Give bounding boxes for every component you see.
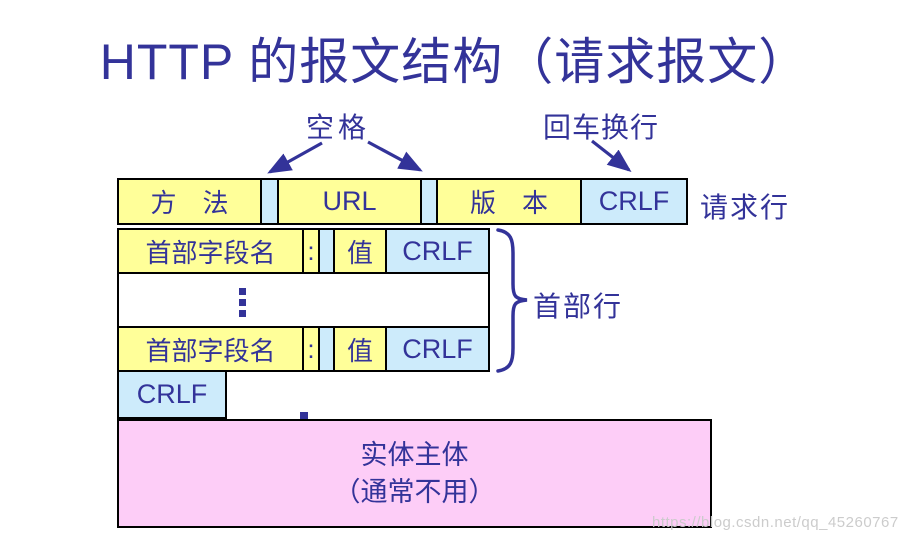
space-callout-label: 空格 [306,112,371,143]
crlf-callout-label: 回车换行 [543,112,660,143]
ellipsis-dot [300,412,308,419]
url-box: URL [277,178,422,225]
blank-line-crlf-box: CRLF [117,370,227,419]
header-crlf-box-1: CRLF [385,228,490,274]
header-field-name-box-2: 首部字段名 [117,326,304,372]
ellipsis-dot [239,288,246,295]
header-lines-brace [496,228,528,373]
watermark: https://blog.csdn.net/qq_45260767 [652,514,899,531]
header-field-name-box-1: 首部字段名 [117,228,304,274]
entity-body-box: 实体主体 （通常不用） [117,419,712,528]
request-line-crlf-box: CRLF [580,178,688,225]
space-arrow-right [367,140,423,172]
more-header-lines-box [117,272,490,328]
method-box: 方 法 [117,178,262,225]
header-value-box-1: 值 [333,228,387,274]
request-line-label: 请求行 [700,192,791,223]
header-lines-label: 首部行 [533,291,624,322]
entity-body-line2: （通常不用） [333,476,496,507]
version-box: 版 本 [436,178,582,225]
entity-body-line1: 实体主体 [360,439,469,470]
ellipsis-dot [239,310,246,317]
space-arrow-left [267,141,323,174]
header-crlf-box-2: CRLF [385,326,490,372]
page-title: HTTP 的报文结构（请求报文） [99,34,810,90]
ellipsis-dot [239,299,246,306]
header-value-box-2: 值 [333,326,387,372]
